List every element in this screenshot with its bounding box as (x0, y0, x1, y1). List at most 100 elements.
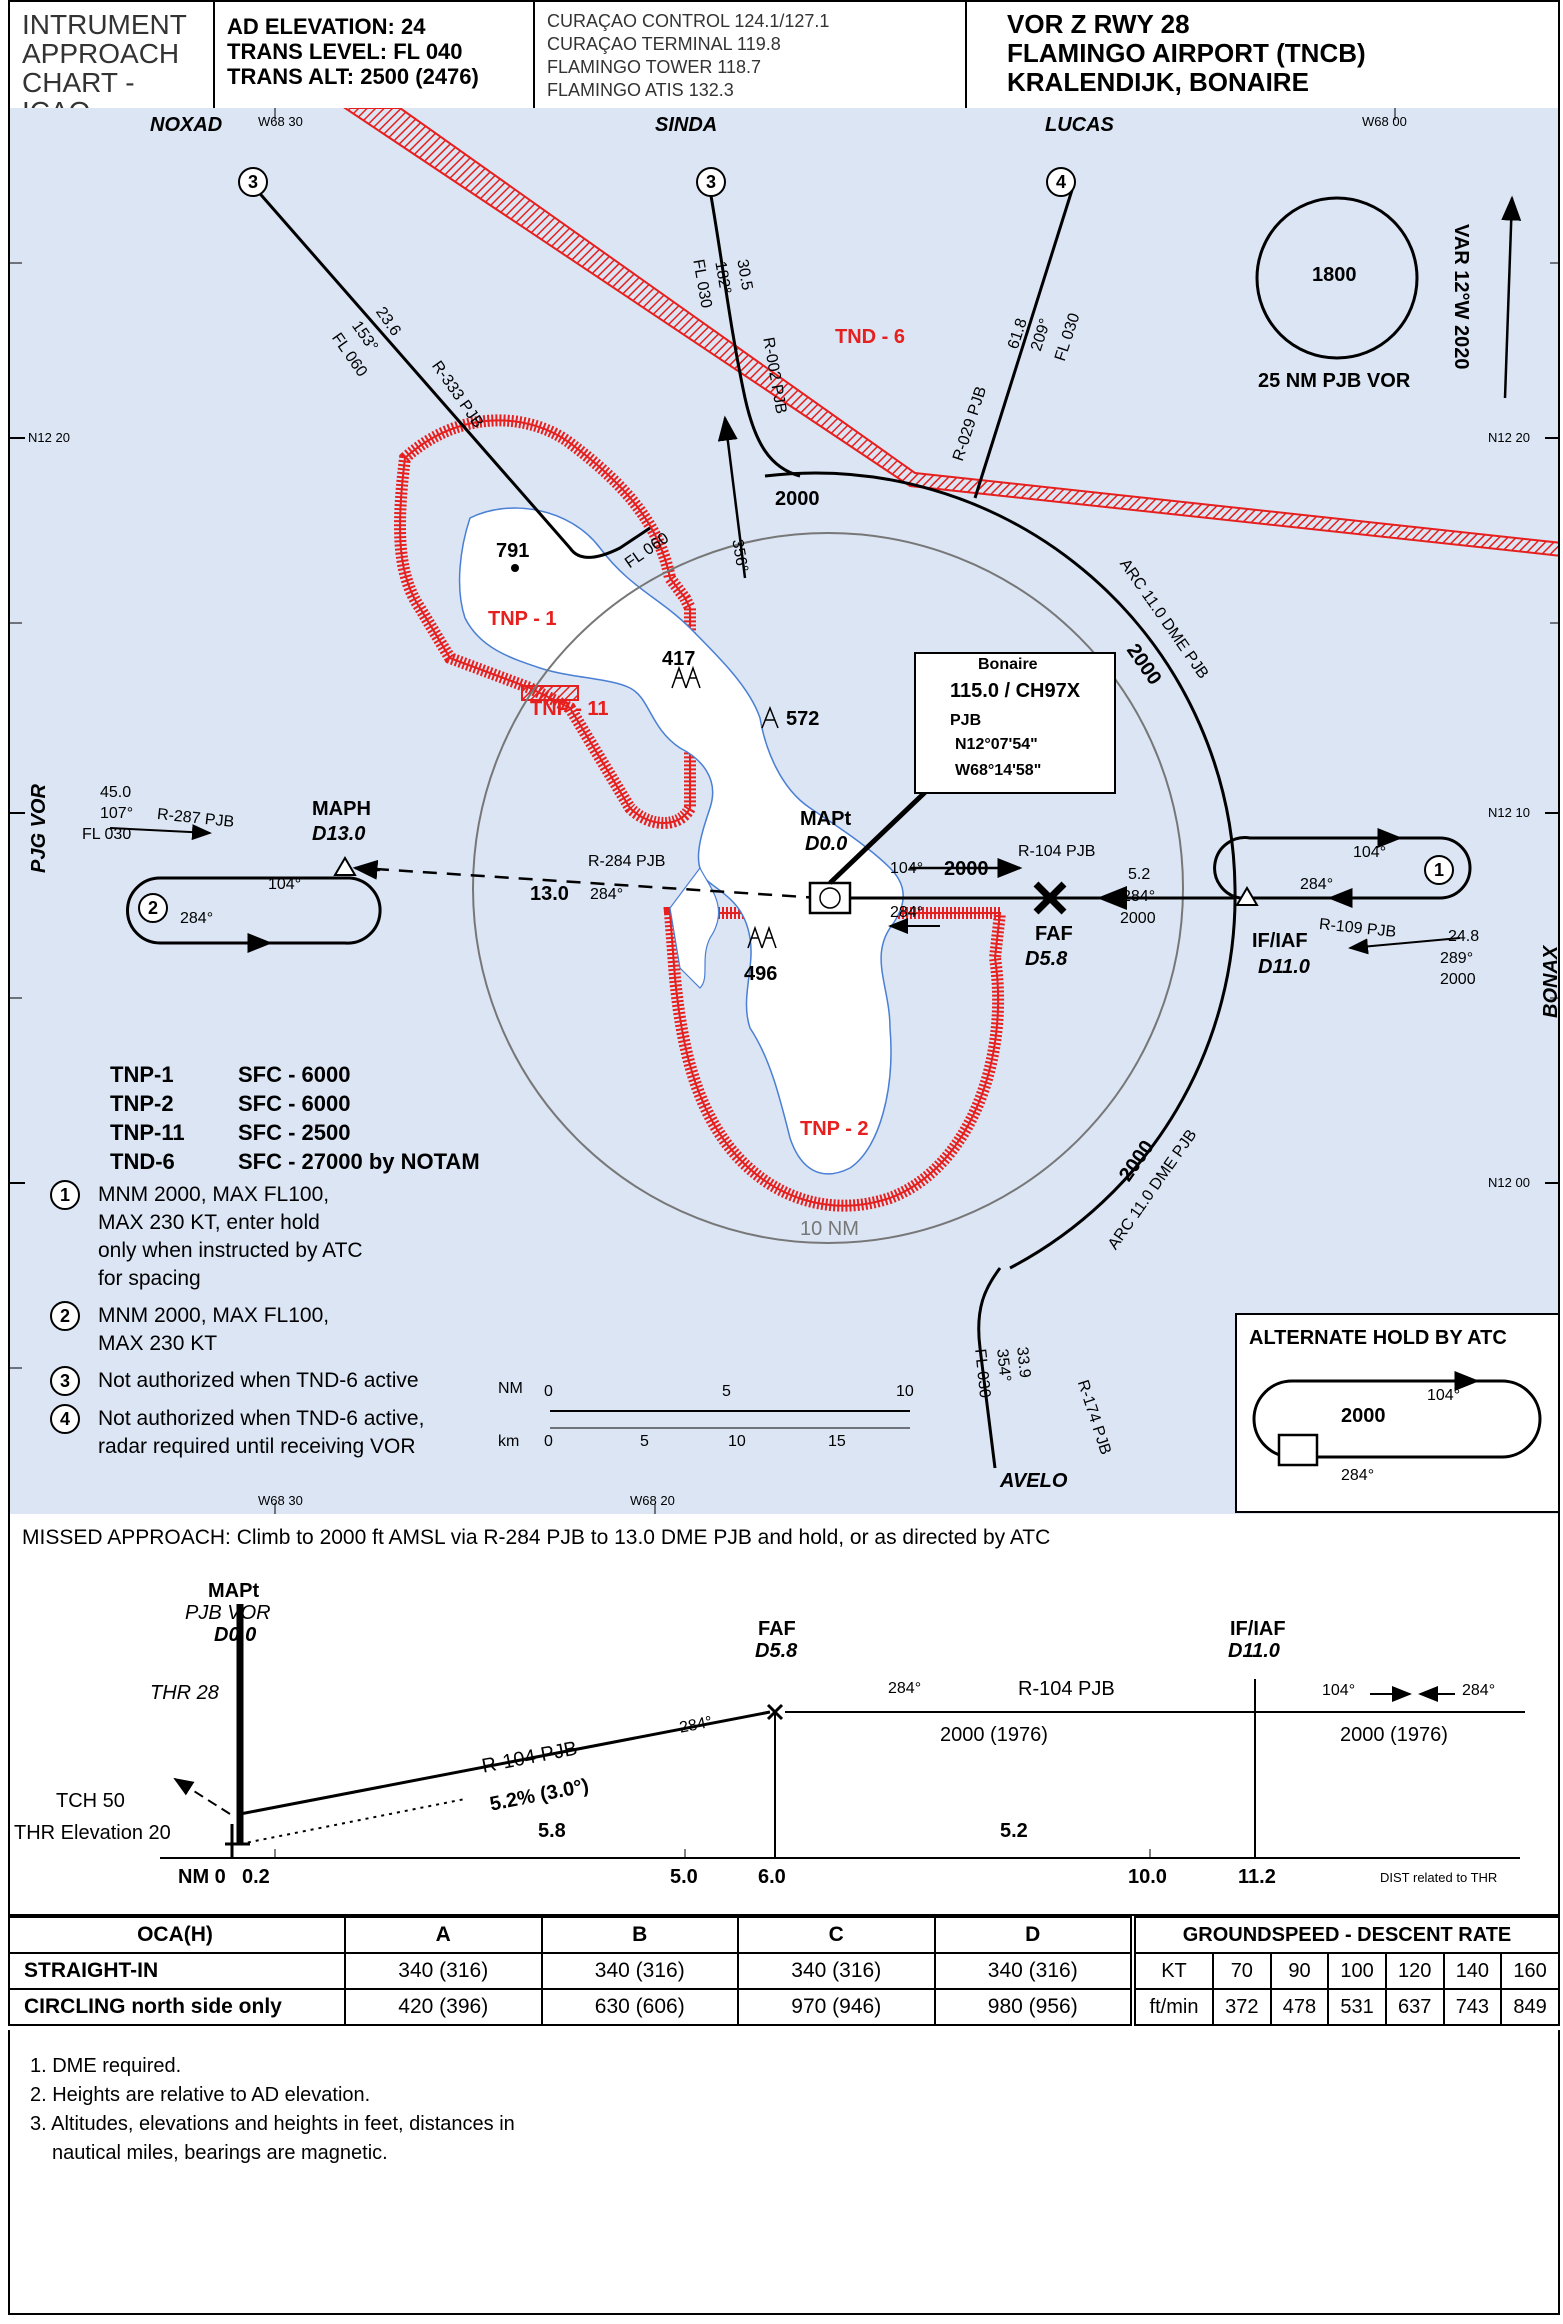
fix-restriction-badge: 3 (696, 167, 726, 197)
avelo-crs: 354° (993, 1348, 1014, 1383)
oca-table: OCA(H) A B C D STRAIGHT-IN 340 (316) 340… (8, 1916, 1132, 2026)
obstacle-496 (747, 925, 777, 949)
dme-arc (764, 471, 1237, 1270)
groundspeed-table: GROUNDSPEED - DESCENT RATE KT 70 90 100 … (1134, 1916, 1560, 2026)
magnetic-variation: VAR 12°W 2020 (1450, 224, 1472, 370)
grid-label: W68 00 (1362, 114, 1407, 129)
pjg-fl: FL 030 (82, 826, 132, 843)
mapt-label: MAPt (800, 808, 852, 830)
note-text: Not authorized when TND-6 active (98, 1367, 419, 1396)
avelo-leg (977, 1267, 1002, 1469)
oca-cell: 340 (316) (344, 1952, 543, 1990)
profile-d100: 10.0 (1128, 1866, 1167, 1888)
grid-label: N12 20 (1488, 430, 1530, 445)
gs-kt-cell: 100 (1327, 1952, 1387, 1990)
gs-fpm-cell: 478 (1269, 1988, 1330, 2026)
gs-kt-label: KT (1134, 1952, 1214, 1990)
note-number: 4 (50, 1404, 80, 1434)
plan-view-graphics (10, 108, 1558, 1514)
obstacle-572 (761, 705, 779, 729)
fix-sinda: SINDA (655, 114, 718, 136)
bonax-dist: 24.8 (1448, 928, 1480, 945)
restriction-area: TNP-1 (110, 1062, 174, 1087)
scale-km-tick: 10 (728, 1433, 746, 1450)
ad-elevation: AD ELEVATION: 24 (227, 14, 426, 39)
note-line: MAX 230 KT, enter hold (98, 1211, 320, 1234)
plan-view: W68 30 W68 00 W68 30 W68 20 N12 20 N12 2… (8, 108, 1560, 1516)
oca-row: STRAIGHT-IN 340 (316) 340 (316) 340 (316… (8, 1952, 1132, 1990)
oca-cell: 980 (956) (933, 1988, 1132, 2026)
oca-cell: 340 (316) (540, 1952, 739, 1990)
profile-right-crs-out: 284° (1462, 1682, 1496, 1699)
note-line: MNM 2000, MAX FL100, (98, 1304, 330, 1327)
if-alt: 2000 (1120, 910, 1156, 927)
profile-seg-58: 5.8 (538, 1820, 566, 1842)
gs-kt-cell: 120 (1384, 1952, 1445, 1990)
pjg-dist: 45.0 (100, 784, 132, 801)
chart-type-cell: INTRUMENT APPROACH CHART - ICAO (10, 2, 215, 108)
maph-triangle (333, 856, 357, 876)
note-line: only when instructed by ATC (98, 1239, 363, 1262)
alternate-hold-in: 104° (1427, 1387, 1461, 1404)
iaf-label: IF/IAF (1252, 930, 1308, 952)
elevation-417: 417 (662, 648, 696, 670)
pjg-crs: 107° (100, 805, 134, 822)
profile-mid-alt: 2000 (1976) (940, 1724, 1048, 1746)
profile-view: MISSED APPROACH: Climb to 2000 ft AMSL v… (8, 1514, 1560, 1916)
gs-title-row: GROUNDSPEED - DESCENT RATE (1134, 1916, 1560, 1954)
missed-approach-track (359, 866, 821, 900)
vor-ident: PJB (950, 712, 982, 729)
oca-cell: 340 (316) (737, 1952, 936, 1990)
oca-row: CIRCLING north side only 420 (396) 630 (… (8, 1988, 1132, 2026)
faf-alt: 2000 (944, 858, 989, 880)
profile-mid-crs: 284° (888, 1680, 922, 1697)
vor-frequency: 115.0 / CH97X (950, 680, 1081, 702)
note-line: radar required until receiving VOR (98, 1435, 416, 1458)
gs-kt-cell: 160 (1500, 1952, 1560, 1990)
profile-dist-note: DIST related to THR (1380, 1870, 1498, 1885)
oca-header-cell: A (344, 1916, 543, 1954)
faf-crs-in: 284° (890, 904, 924, 921)
profile-d02: 0.2 (242, 1866, 270, 1888)
gs-kt-row: KT 70 90 100 120 140 160 (1134, 1952, 1560, 1990)
vor-latitude: N12°07'54" (955, 736, 1038, 753)
profile-faf: FAF (758, 1618, 796, 1640)
profile-seg-52: 5.2 (1000, 1820, 1028, 1842)
grid-label: N12 20 (28, 430, 70, 445)
msa-circle (1255, 196, 1419, 360)
note-text: Not authorized when TND-6 active, radar … (98, 1405, 424, 1461)
scale-km-tick: 0 (544, 1433, 553, 1450)
maph-dme: D13.0 (312, 823, 366, 845)
gs-fpm-label: ft/min (1134, 1988, 1214, 2026)
faf-dme: D5.8 (1025, 948, 1068, 970)
tnd6-label: TND - 6 (835, 326, 905, 348)
tnp2-label: TNP - 2 (800, 1118, 869, 1140)
oca-cell: 340 (316) (933, 1952, 1132, 1990)
faf-crs-out: 104° (890, 860, 924, 877)
note-number: 3 (50, 1366, 80, 1396)
profile-d60: 6.0 (758, 1866, 786, 1888)
footnote-line: 2. Heights are relative to AD elevation. (30, 2084, 371, 2106)
elevation-496: 496 (744, 963, 778, 985)
faf-radial: R-104 PJB (1018, 843, 1096, 860)
vor-info-box (914, 652, 1116, 794)
profile-right-crs-in: 104° (1322, 1682, 1356, 1699)
if-crs: 284° (1122, 888, 1156, 905)
gs-title: GROUNDSPEED - DESCENT RATE (1134, 1916, 1560, 1954)
profile-graphic (160, 1604, 1525, 1859)
grid-label: N12 00 (1488, 1175, 1530, 1190)
faf-label: FAF (1035, 923, 1073, 945)
note-line: MAX 230 KT (98, 1332, 218, 1355)
restriction-area: TND-6 (110, 1149, 175, 1174)
tnp11-label: TNP - 11 (530, 698, 609, 720)
oca-cell: 970 (946) (737, 1988, 936, 2026)
chart-header: INTRUMENT APPROACH CHART - ICAO AD ELEVA… (8, 0, 1560, 110)
hold-right (1213, 836, 1472, 900)
alternate-hold-box: ALTERNATE HOLD BY ATC 2000 104° 284° (1235, 1313, 1558, 1513)
noxad-leg (253, 187, 651, 559)
oca-row-label: CIRCLING north side only (8, 1988, 346, 2026)
profile-mapt-vor: PJB VOR (185, 1602, 271, 1624)
oca-header-cell: C (737, 1916, 936, 1954)
